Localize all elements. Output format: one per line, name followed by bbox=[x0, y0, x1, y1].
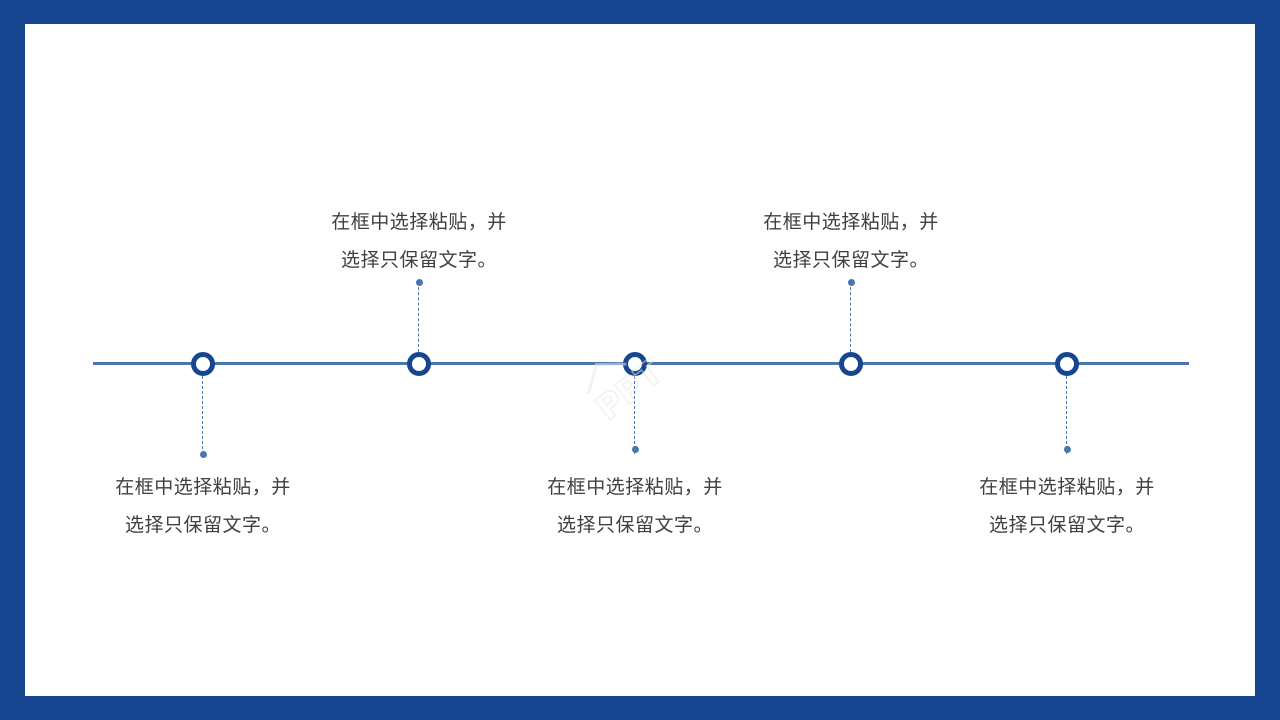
watermark-roof-icon bbox=[587, 362, 627, 395]
watermark-logo: PPT bbox=[587, 351, 672, 429]
milestone-caption-line-1: 在框中选择粘贴，并 bbox=[763, 211, 939, 233]
connector-line-3 bbox=[634, 376, 635, 454]
milestone-caption-line-2: 选择只保留文字。 bbox=[340, 249, 497, 271]
milestone-caption-line-2: 选择只保留文字。 bbox=[772, 249, 929, 271]
milestone-caption-3: 在框中选择粘贴，并 选择只保留文字。 bbox=[525, 468, 745, 544]
milestone-caption-line-1: 在框中选择粘贴，并 bbox=[331, 211, 507, 233]
milestone-caption-1: 在框中选择粘贴，并 选择只保留文字。 bbox=[93, 468, 313, 544]
timeline-node-4 bbox=[839, 352, 863, 376]
connector-line-2 bbox=[418, 282, 419, 352]
connector-line-4 bbox=[850, 282, 851, 352]
connector-line-1 bbox=[202, 376, 203, 454]
connector-end-dot-1 bbox=[199, 450, 207, 458]
milestone-caption-line-1: 在框中选择粘贴，并 bbox=[547, 476, 723, 498]
milestone-caption-line-1: 在框中选择粘贴，并 bbox=[979, 476, 1155, 498]
connector-end-dot-3 bbox=[631, 445, 639, 453]
timeline-node-5 bbox=[1055, 352, 1079, 376]
timeline-node-1 bbox=[191, 352, 215, 376]
milestone-caption-line-2: 选择只保留文字。 bbox=[124, 514, 281, 536]
milestone-caption-4: 在框中选择粘贴，并 选择只保留文字。 bbox=[741, 203, 961, 279]
connector-end-dot-5 bbox=[1063, 445, 1071, 453]
connector-end-dot-4 bbox=[847, 278, 855, 286]
milestone-caption-line-1: 在框中选择粘贴，并 bbox=[115, 476, 291, 498]
timeline-node-2 bbox=[407, 352, 431, 376]
milestone-caption-2: 在框中选择粘贴，并 选择只保留文字。 bbox=[309, 203, 529, 279]
connector-line-5 bbox=[1066, 376, 1067, 454]
milestone-caption-line-2: 选择只保留文字。 bbox=[988, 514, 1145, 536]
milestone-caption-5: 在框中选择粘贴，并 选择只保留文字。 bbox=[957, 468, 1177, 544]
connector-end-dot-2 bbox=[415, 278, 423, 286]
milestone-caption-line-2: 选择只保留文字。 bbox=[556, 514, 713, 536]
